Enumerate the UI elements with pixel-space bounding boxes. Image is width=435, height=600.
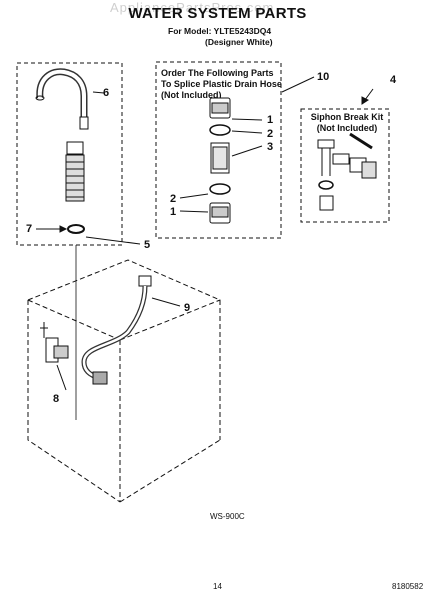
callout-10: 10 (317, 71, 330, 83)
callout-4: 4 (390, 74, 397, 86)
callout-5: 5 (144, 239, 151, 251)
callout-9: 9 (184, 302, 191, 314)
callout-6: 6 (103, 87, 110, 99)
siphon-kit-label: Siphon Break Kit (Not Included) (306, 112, 388, 134)
callout-3: 3 (267, 141, 274, 153)
doc-number: 8180582 (392, 582, 424, 591)
siphon-label-line-1: Siphon Break Kit (310, 112, 384, 122)
callout-7: 7 (26, 223, 33, 235)
model-info: For Model: YLTE5243DQ4 (Designer White) (168, 26, 273, 48)
left-parts-box (16, 62, 123, 246)
callout-1-top: 1 (267, 114, 274, 126)
splice-box-label: Order The Following Parts To Splice Plas… (161, 68, 282, 101)
callout-1-bottom: 1 (170, 206, 177, 218)
siphon-kit-box (300, 108, 390, 223)
model-line: For Model: YLTE5243DQ4 (168, 26, 272, 36)
siphon-kit-parts (317, 88, 377, 211)
splice-label-line-2: To Splice Plastic Drain Hose (161, 79, 282, 89)
siphon-label-line-2: (Not Included) (316, 123, 378, 133)
watermark: AppliancePartsPros.com (110, 0, 275, 15)
siphon-break-valve (40, 322, 69, 391)
model-sub: (Designer White) (205, 37, 273, 47)
splice-parts-stack (179, 97, 263, 224)
callout-8: 8 (53, 393, 60, 405)
page-number: 14 (213, 582, 222, 591)
callout-2-bottom: 2 (170, 193, 177, 205)
callout-2-top: 2 (267, 128, 274, 140)
splice-label-line-3: (Not Included) (161, 90, 222, 100)
ribbed-hose-part (65, 141, 85, 202)
washer-cabinet (27, 259, 221, 503)
hose-hook-part (35, 68, 105, 130)
figure-code: WS-900C (210, 512, 245, 521)
fill-hose-part (81, 275, 181, 385)
splice-label-line-1: Order The Following Parts (161, 68, 274, 78)
page-title: WATER SYSTEM PARTS (128, 5, 307, 22)
splice-parts-box (155, 61, 282, 239)
clamp-part (36, 224, 141, 245)
